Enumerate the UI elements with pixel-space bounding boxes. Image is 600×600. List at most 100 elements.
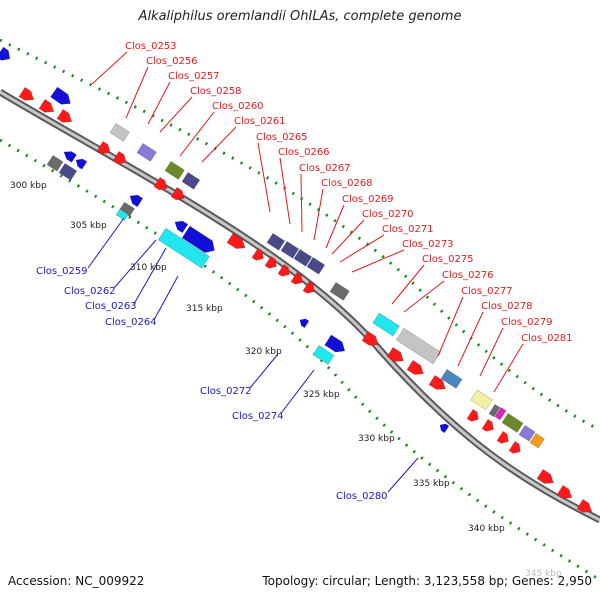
cds-red-glyph[interactable] <box>18 86 37 104</box>
cds-blue-glyph[interactable] <box>50 86 74 108</box>
cds-red-glyph[interactable] <box>302 280 317 296</box>
label-clos-0262[interactable]: Clos_0262 <box>64 286 116 297</box>
leader-line-forward <box>179 111 215 157</box>
cds-red-glyph[interactable] <box>112 150 129 167</box>
topology-text: Topology: circular; Length: 3,123,558 bp… <box>262 574 592 588</box>
cds-navy-glyph[interactable] <box>181 171 201 190</box>
cds-red-glyph[interactable] <box>361 330 381 349</box>
cds-blue-glyph[interactable] <box>438 422 450 434</box>
label-clos-0267[interactable]: Clos_0267 <box>299 163 351 174</box>
label-clos-0274[interactable]: Clos_0274 <box>232 411 284 422</box>
cds-cyan-glyph[interactable] <box>312 344 335 365</box>
cds-grey-glyph[interactable] <box>109 122 130 142</box>
label-clos-0277[interactable]: Clos_0277 <box>461 286 513 297</box>
cds-blue-glyph[interactable] <box>62 148 77 163</box>
label-clos-0259[interactable]: Clos_0259 <box>36 266 88 277</box>
feature-glyphs <box>0 46 595 516</box>
tick-ring-outer <box>0 38 600 432</box>
cds-red-glyph[interactable] <box>576 498 595 516</box>
cds-red-glyph[interactable] <box>406 359 426 378</box>
cds-red-glyph[interactable] <box>556 484 575 502</box>
label-clos-0253[interactable]: Clos_0253 <box>125 41 177 52</box>
cds-lavender-glyph[interactable] <box>136 142 157 162</box>
leader-line-forward <box>125 66 149 119</box>
leader-line-reverse <box>249 353 279 389</box>
leader-line-forward <box>257 142 271 213</box>
cds-red-glyph[interactable] <box>277 263 292 279</box>
cds-navy-glyph[interactable] <box>306 256 326 275</box>
label-clos-0276[interactable]: Clos_0276 <box>442 270 494 281</box>
leader-line-reverse <box>281 369 315 413</box>
cds-grey-glyph[interactable] <box>46 154 64 172</box>
cds-red-glyph[interactable] <box>536 468 556 487</box>
cds-cyan-glyph[interactable] <box>157 227 210 269</box>
label-clos-0263[interactable]: Clos_0263 <box>85 301 137 312</box>
cds-red-glyph[interactable] <box>386 346 406 365</box>
label-clos-0270[interactable]: Clos_0270 <box>362 209 414 220</box>
cds-grey-glyph[interactable] <box>395 327 442 365</box>
cds-red-glyph[interactable] <box>38 98 57 116</box>
label-clos-0266[interactable]: Clos_0266 <box>278 147 330 158</box>
cds-red-glyph[interactable] <box>481 418 496 434</box>
leader-line-forward <box>279 157 291 225</box>
cds-red-glyph[interactable] <box>466 408 481 424</box>
cds-red-glyph[interactable] <box>251 247 266 263</box>
cds-red-glyph[interactable] <box>170 186 187 203</box>
scale-label-335: 335 kbp <box>413 479 450 489</box>
cds-red-glyph[interactable] <box>290 271 305 287</box>
cds-red-glyph[interactable] <box>508 440 523 456</box>
label-clos-0268[interactable]: Clos_0268 <box>321 178 373 189</box>
cds-navy-glyph[interactable] <box>58 162 78 181</box>
cds-cyan-glyph[interactable] <box>372 312 400 337</box>
cds-blue-glyph[interactable] <box>172 218 189 234</box>
cds-red-glyph[interactable] <box>264 255 279 271</box>
cds-red-glyph[interactable] <box>56 108 75 126</box>
cds-navy-glyph[interactable] <box>266 232 286 251</box>
cds-olive-glyph[interactable] <box>501 412 524 433</box>
cds-orange-glyph[interactable] <box>529 432 545 449</box>
label-clos-0261[interactable]: Clos_0261 <box>234 116 286 127</box>
cds-red-glyph[interactable] <box>153 176 170 193</box>
cds-navy-glyph[interactable] <box>293 248 313 267</box>
label-clos-0281[interactable]: Clos_0281 <box>521 333 573 344</box>
label-clos-0278[interactable]: Clos_0278 <box>481 301 533 312</box>
label-clos-0265[interactable]: Clos_0265 <box>256 132 308 143</box>
label-clos-0271[interactable]: Clos_0271 <box>382 224 434 235</box>
scale-label-310: 310 kbp <box>130 263 167 273</box>
cds-magenta-glyph[interactable] <box>494 406 507 421</box>
cds-blue-glyph[interactable] <box>298 317 310 329</box>
scale-label-315: 315 kbp <box>186 304 223 314</box>
label-clos-0280[interactable]: Clos_0280 <box>336 491 388 502</box>
cds-steel-glyph[interactable] <box>440 368 463 389</box>
cds-red-glyph[interactable] <box>428 374 448 393</box>
cds-blue-glyph[interactable] <box>127 192 144 208</box>
label-clos-0264[interactable]: Clos_0264 <box>105 317 157 328</box>
cds-blue-glyph[interactable] <box>181 225 218 256</box>
label-clos-0275[interactable]: Clos_0275 <box>422 254 474 265</box>
cds-red-glyph[interactable] <box>96 140 113 157</box>
label-clos-0279[interactable]: Clos_0279 <box>501 317 553 328</box>
cds-grey-glyph[interactable] <box>329 281 350 301</box>
label-clos-0273[interactable]: Clos_0273 <box>402 239 454 250</box>
label-clos-0272[interactable]: Clos_0272 <box>200 386 252 397</box>
scale-label-330: 330 kbp <box>358 434 395 444</box>
cds-red-glyph[interactable] <box>496 430 511 446</box>
label-clos-0256[interactable]: Clos_0256 <box>146 56 198 67</box>
cds-cyan-glyph[interactable] <box>115 208 129 221</box>
cds-blue-glyph[interactable] <box>0 46 13 64</box>
cds-navy-glyph[interactable] <box>280 240 300 259</box>
cds-grey-glyph[interactable] <box>488 403 501 418</box>
cds-blue-glyph[interactable] <box>74 156 88 170</box>
label-clos-0258[interactable]: Clos_0258 <box>190 86 242 97</box>
cds-olive-glyph[interactable] <box>164 160 185 180</box>
cds-yellow-glyph[interactable] <box>470 389 493 411</box>
label-clos-0260[interactable]: Clos_0260 <box>212 101 264 112</box>
cds-blue-glyph[interactable] <box>324 334 348 356</box>
cds-lavender-glyph[interactable] <box>518 424 536 442</box>
leader-line-reverse <box>387 457 419 493</box>
tick-ring-inner <box>0 138 600 582</box>
label-clos-0257[interactable]: Clos_0257 <box>168 71 220 82</box>
label-clos-0269[interactable]: Clos_0269 <box>342 194 394 205</box>
cds-red-glyph[interactable] <box>226 232 248 252</box>
